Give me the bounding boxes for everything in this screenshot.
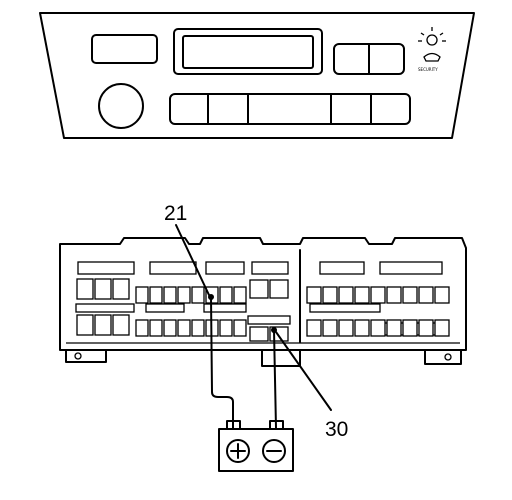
negative-symbol-icon xyxy=(262,439,286,463)
terminal-cells xyxy=(76,278,450,342)
negative-lead xyxy=(273,329,277,429)
callout-30: 30 xyxy=(325,418,348,441)
control-panel: SECURITY xyxy=(39,12,475,139)
panel-corner-text: SECURITY xyxy=(418,67,438,72)
mount-tab-center xyxy=(261,349,301,367)
battery xyxy=(218,420,294,472)
battery-body xyxy=(218,428,294,472)
leader-30 xyxy=(275,331,332,411)
mount-tab-left xyxy=(65,349,107,363)
callout-21: 21 xyxy=(164,202,187,225)
panel-display xyxy=(173,28,323,75)
test-leads xyxy=(175,224,332,429)
panel-display-inner xyxy=(182,35,314,69)
panel-outline xyxy=(39,12,475,139)
mount-tab-right xyxy=(424,349,462,365)
connector-housing xyxy=(59,237,467,367)
panel-button-row[interactable] xyxy=(169,93,411,125)
connector-outline xyxy=(59,237,467,351)
security-indicator-icon xyxy=(418,27,446,62)
positive-symbol-icon xyxy=(226,439,250,463)
panel-knob[interactable] xyxy=(98,83,144,129)
positive-lead xyxy=(210,296,234,429)
panel-button-top-left[interactable] xyxy=(91,34,158,64)
leader-21 xyxy=(175,224,210,296)
